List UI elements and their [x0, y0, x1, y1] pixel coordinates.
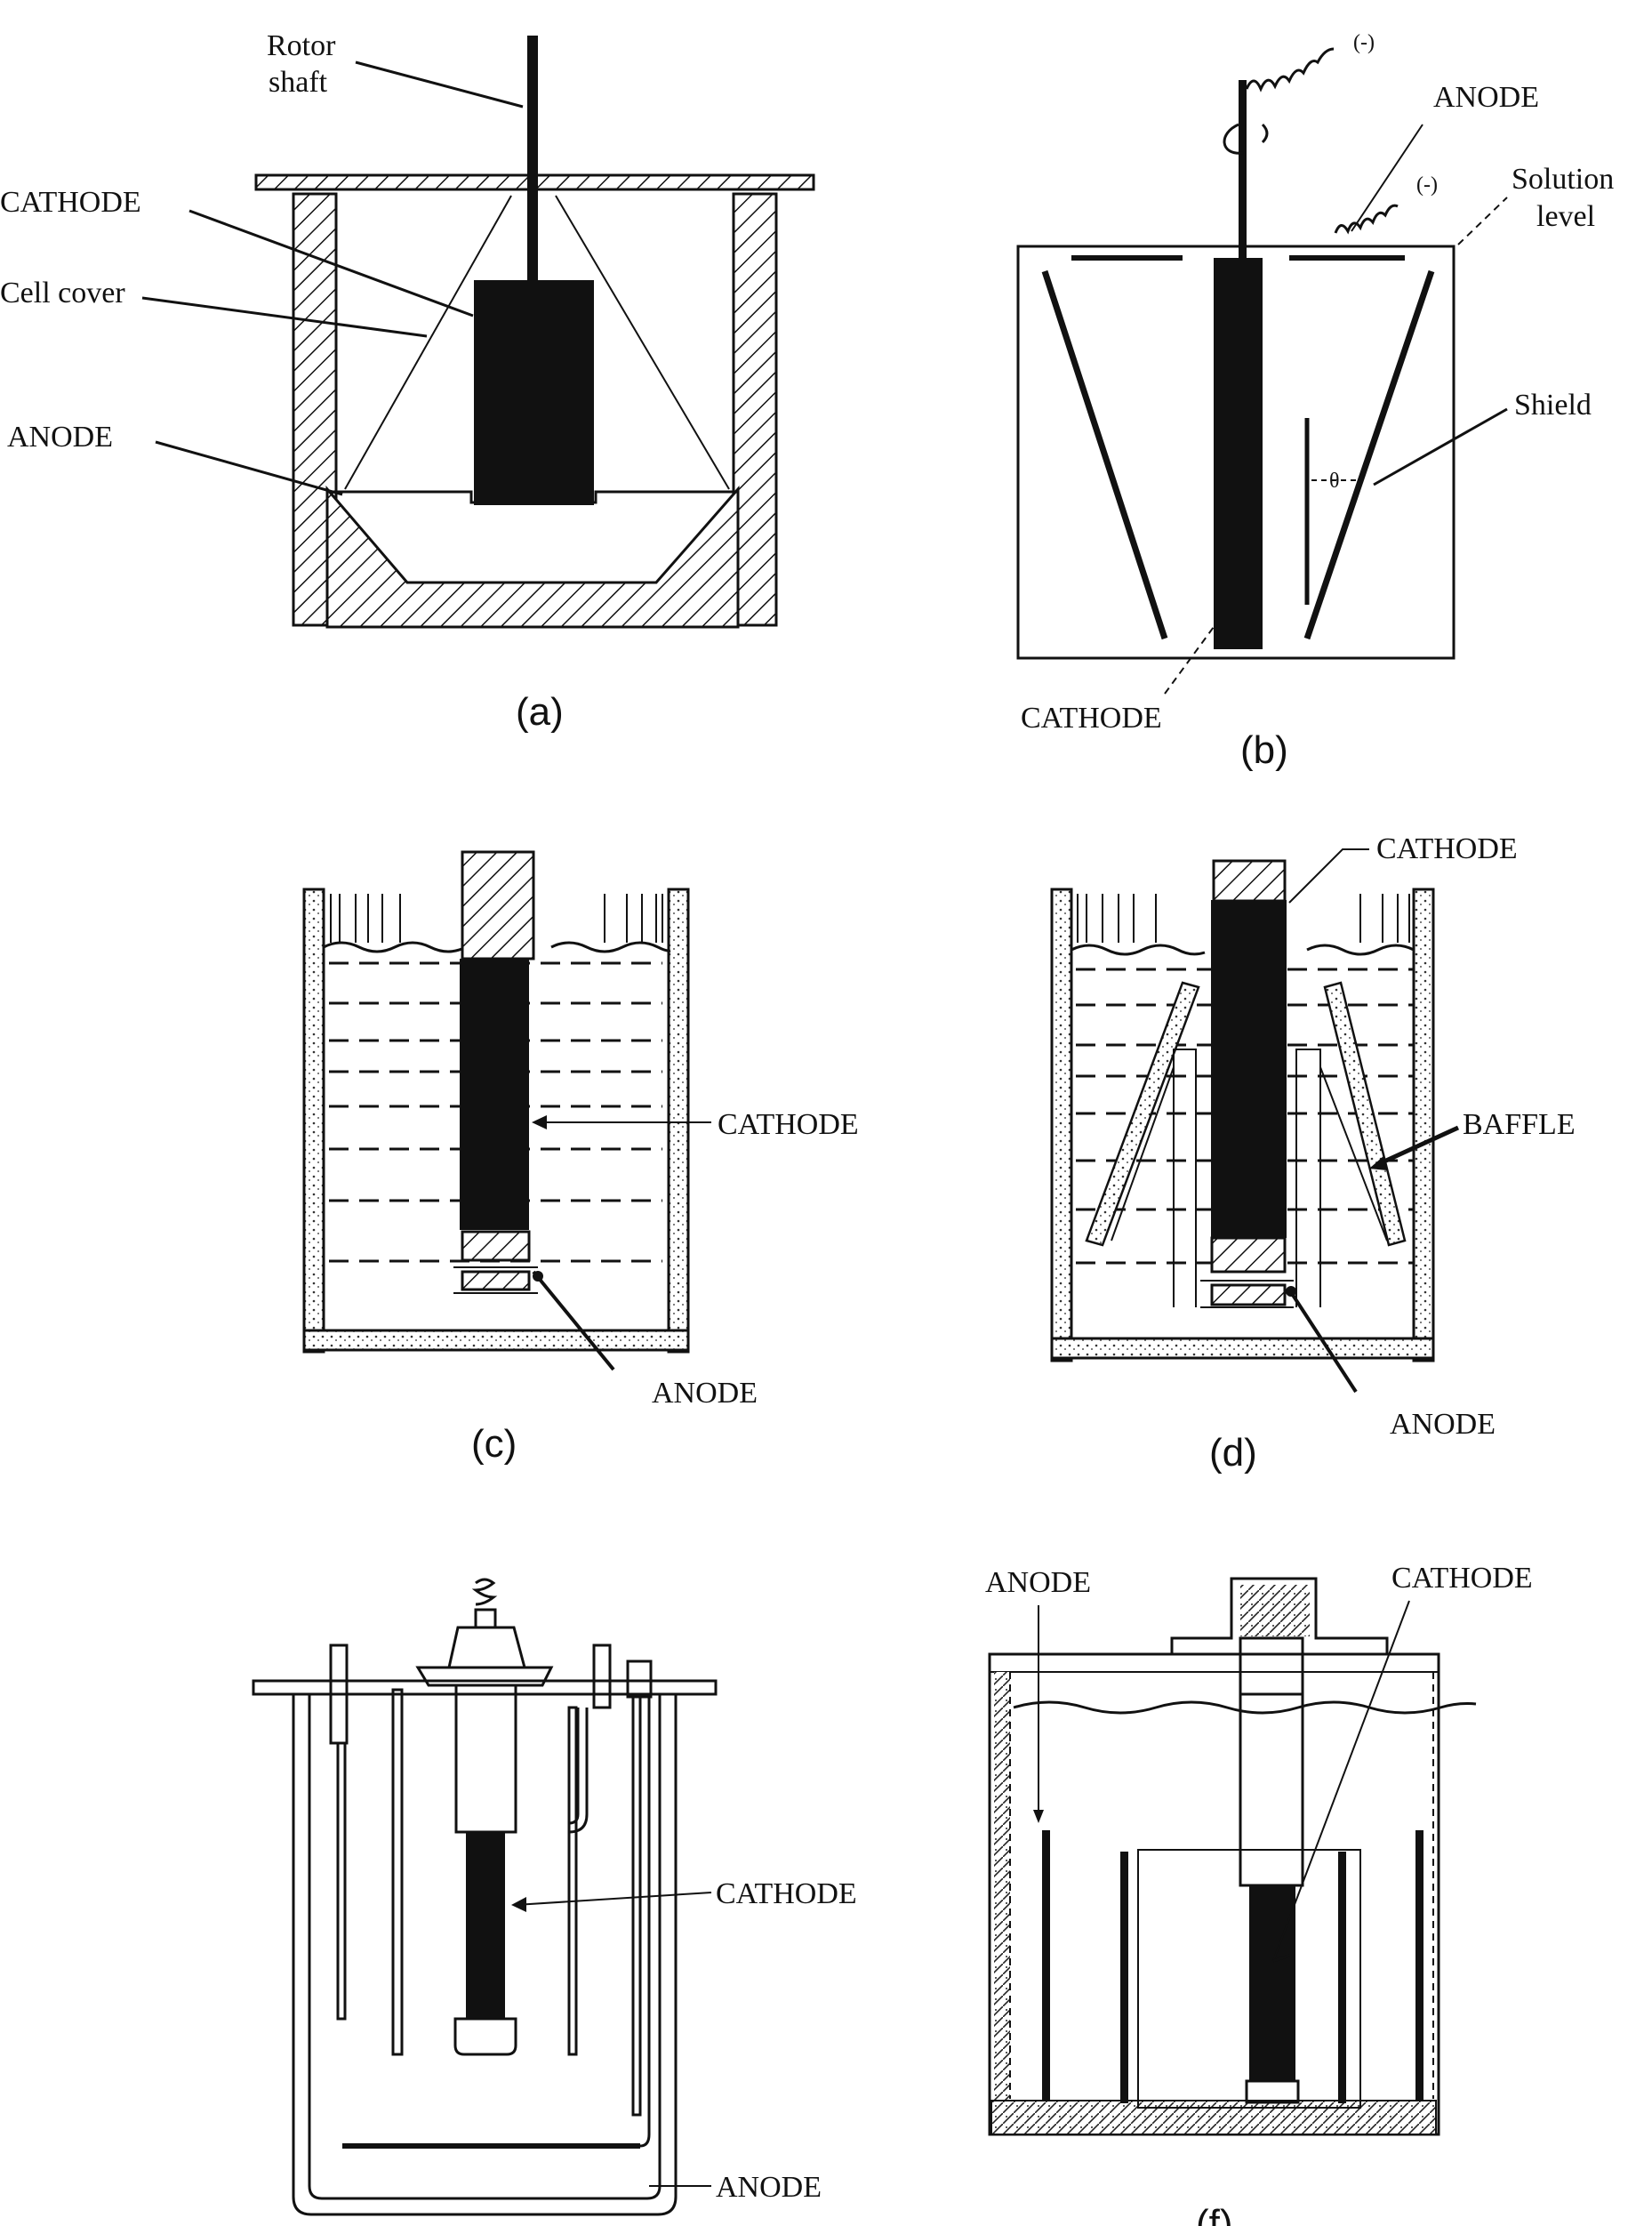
- panel-b-anode-label: ANODE: [1433, 81, 1539, 114]
- panel-d: CATHODE BAFFLE ANODE (d): [1050, 832, 1576, 1475]
- panel-b-anode-right: [1303, 269, 1435, 640]
- panel-c-caption: (c): [471, 1422, 517, 1466]
- panel-a-anode-label: ANODE: [7, 421, 113, 454]
- panel-b-caption: (b): [1240, 728, 1288, 772]
- panel-b-solution-label-line1: Solution: [1512, 163, 1614, 196]
- panel-f-anode-1: [1042, 1830, 1050, 2101]
- panel-b-minus-symbol-mid: (-): [1416, 173, 1438, 197]
- panel-b: (-) (-) θ ANODE Solution level Shield CA…: [1016, 31, 1614, 772]
- panel-e-lid: [252, 1679, 718, 1696]
- panel-e-vessel-inner: [308, 1694, 662, 2200]
- panel-a-right-wall: [732, 192, 778, 627]
- panel-b-anode-left: [1041, 269, 1168, 640]
- panel-d-anode: [1210, 1236, 1287, 1274]
- panel-a-rotor-label-line2: shaft: [269, 66, 328, 99]
- panel-f: ANODE CATHODE (f): [985, 1562, 1533, 2226]
- panel-f-anode-2: [1120, 1852, 1128, 2103]
- panel-b-cathode-label: CATHODE: [1021, 702, 1162, 735]
- panel-b-minus-symbol-top: (-): [1353, 31, 1375, 54]
- panel-f-caption: (f): [1196, 2202, 1233, 2226]
- panel-f-anode-label: ANODE: [985, 1566, 1091, 1599]
- panel-b-shaft: [1239, 80, 1247, 258]
- panel-d-cathode-label: CATHODE: [1376, 832, 1518, 865]
- panel-c-right-wall: [667, 888, 690, 1354]
- panel-d-caption: (d): [1209, 1431, 1257, 1475]
- panel-c-anode: [461, 1230, 531, 1262]
- panel-b-angle-symbol: θ: [1329, 470, 1340, 493]
- panel-f-cathode-label: CATHODE: [1391, 1562, 1533, 1595]
- panel-c-shaft: [461, 850, 535, 960]
- panel-a-caption: (a): [516, 690, 564, 734]
- panel-a-cell-cover-label: Cell cover: [0, 277, 125, 309]
- panel-f-tank: [988, 1652, 1440, 2136]
- panel-a: Rotor shaft CATHODE Cell cover ANODE (a): [0, 29, 815, 734]
- panel-c-cathode: [460, 959, 529, 1230]
- panel-a-rotor-label-line1: Rotor: [267, 29, 336, 62]
- panel-c-anode-label: ANODE: [652, 1377, 758, 1410]
- panel-a-cathode-label: CATHODE: [0, 186, 141, 219]
- panel-f-anode-4: [1415, 1830, 1423, 2101]
- panel-c-cathode-label: CATHODE: [718, 1108, 859, 1141]
- panel-f-anode-3: [1338, 1852, 1346, 2103]
- panel-e-anode: [342, 2143, 640, 2149]
- panel-d-baffle-left: [1085, 981, 1200, 1247]
- panel-d-cathode: [1211, 900, 1287, 1238]
- panel-e: CATHODE ANODE: [252, 1578, 857, 2216]
- panel-e-vessel-outer: [292, 1694, 678, 2216]
- panel-d-shaft: [1212, 859, 1287, 903]
- panel-d-right-wall: [1412, 888, 1435, 1362]
- panel-d-bottom: [1050, 1337, 1435, 1360]
- panel-d-baffle-label: BAFFLE: [1463, 1108, 1576, 1141]
- panel-e-cathode: [466, 1832, 505, 2019]
- panel-d-baffle-right: [1323, 981, 1407, 1247]
- panel-b-tank: [1016, 245, 1456, 660]
- panel-c: CATHODE ANODE (c): [302, 850, 859, 1466]
- panel-b-shield-label: Shield: [1514, 389, 1592, 422]
- panel-a-rotor-shaft: [527, 36, 538, 280]
- panel-f-cathode: [1249, 1885, 1295, 2081]
- panel-b-solution-label-line2: level: [1536, 200, 1595, 233]
- panel-c-left-wall: [302, 888, 325, 1354]
- panel-e-cathode-label: CATHODE: [716, 1877, 857, 1910]
- panel-a-cathode: [474, 280, 594, 505]
- panel-a-bottom-block: [325, 485, 740, 629]
- panel-c-bottom: [302, 1329, 690, 1352]
- panel-d-left-wall: [1050, 888, 1073, 1362]
- panel-b-cathode: [1214, 258, 1263, 649]
- panel-d-anode-label: ANODE: [1390, 1408, 1496, 1441]
- panel-e-anode-label: ANODE: [716, 2171, 822, 2204]
